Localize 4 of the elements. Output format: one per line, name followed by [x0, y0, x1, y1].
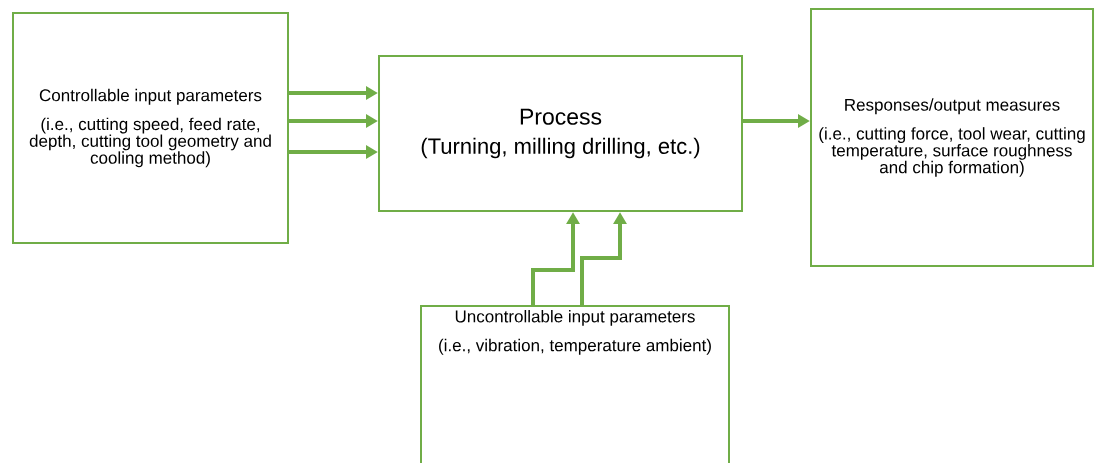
process-box: Process (Turning, milling drilling, etc.)	[378, 55, 743, 212]
output-box: Responses/output measures (i.e., cutting force, tool wear, cutting temperature, surface roughness and chip formation)	[810, 8, 1094, 267]
input-box: Controllable input parameters (i.e., cutting speed, feed rate, depth, cutting tool geometry and cooling method)	[12, 12, 289, 244]
input-box: Uncontrollable input parameters (i.e., vibration, temperature ambient)	[420, 305, 730, 463]
